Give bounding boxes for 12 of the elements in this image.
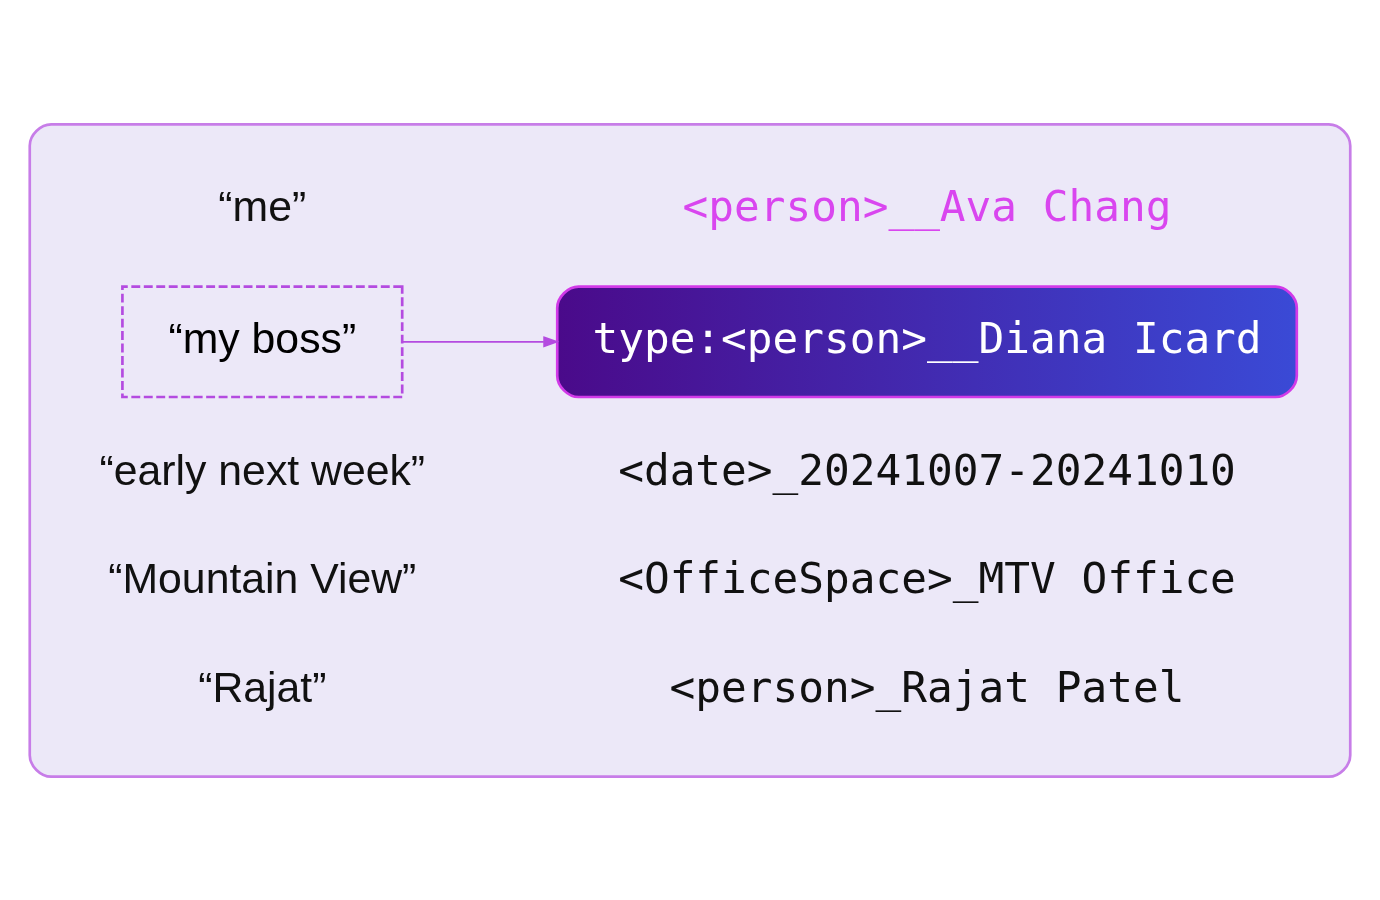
cluster: [28, 122, 1352, 778]
node-box: type:<person>__Diana Icard: [555, 284, 1299, 398]
label: <OfficeSpace>_MTV Office: [618, 552, 1236, 603]
label: “Mountain View”: [108, 553, 417, 602]
label: “Rajat”: [198, 662, 327, 711]
label: “me”: [218, 181, 307, 230]
label: <person>_Rajat Patel: [669, 661, 1185, 712]
node-box: “my boss”: [121, 284, 404, 398]
label: <date>_20241007-20241010: [618, 444, 1236, 495]
arrow: [401, 335, 560, 347]
label: <person>__Ava Chang: [682, 180, 1172, 231]
label: “early next week”: [99, 445, 426, 494]
